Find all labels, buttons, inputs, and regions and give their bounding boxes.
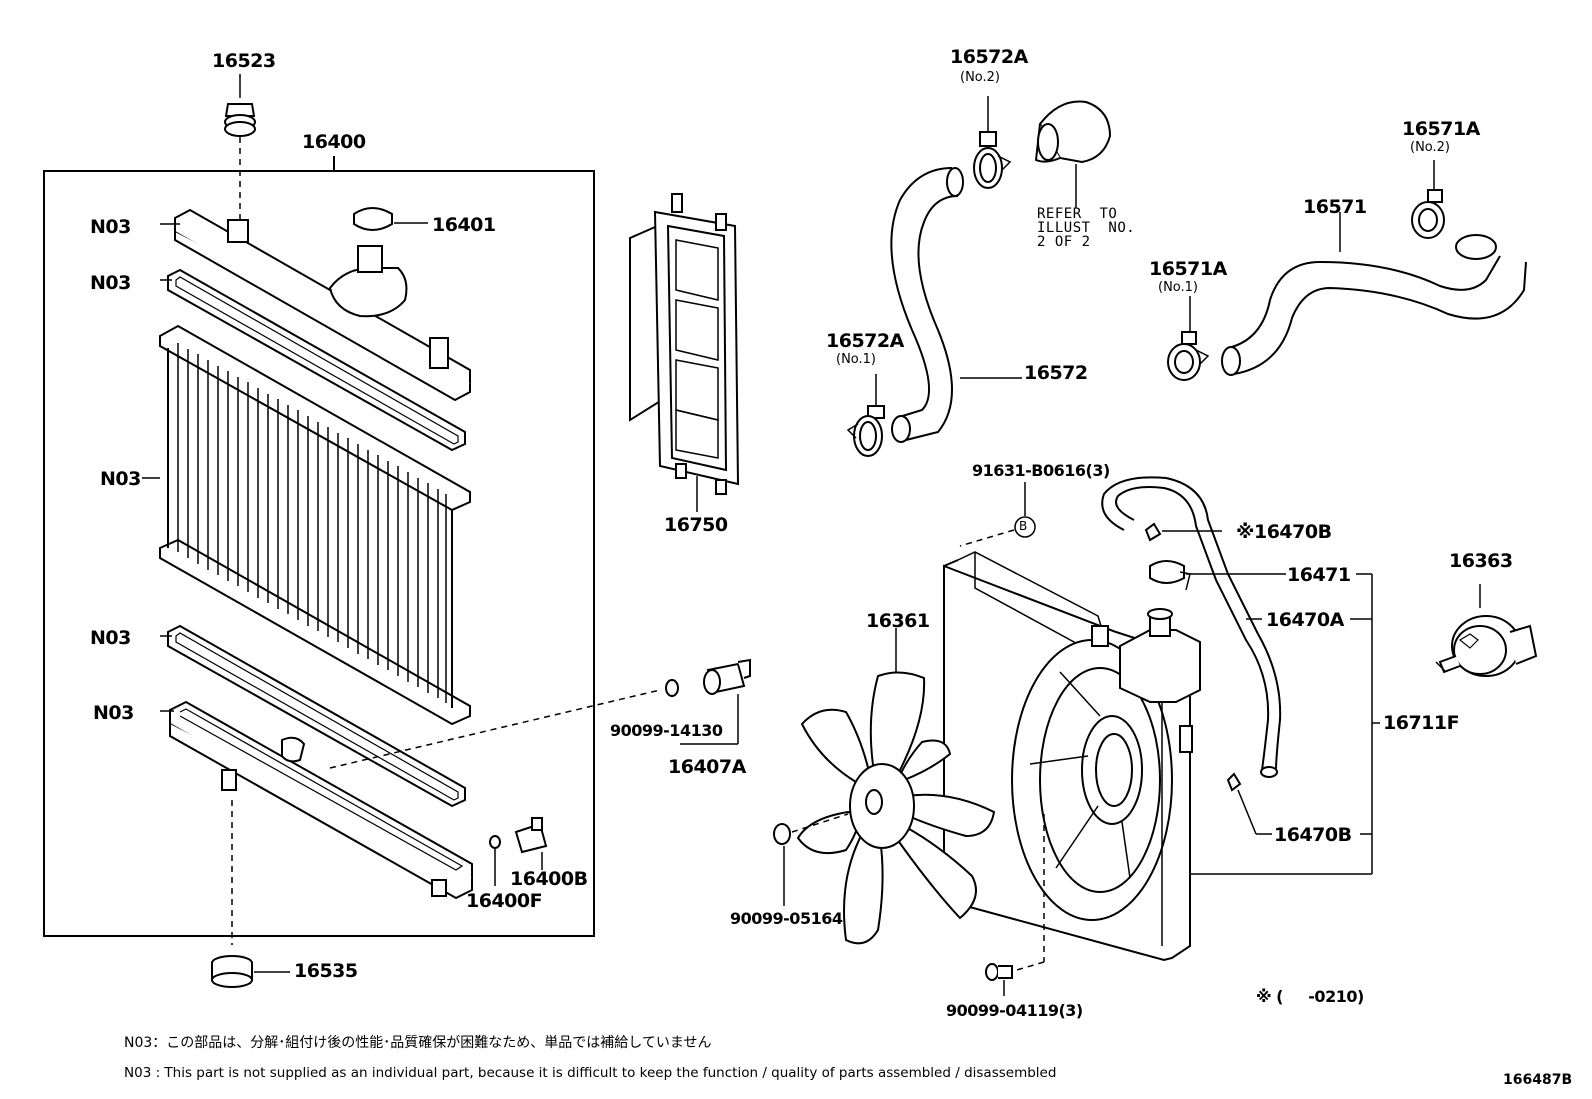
- part-label-16401: 16401: [432, 214, 496, 236]
- radiator-hose-16571-icon: [1221, 212, 1527, 376]
- part-label-16571A-no2: 16571A: [1402, 118, 1480, 140]
- part-label-n03-upper-tank: N03: [90, 216, 131, 238]
- air-duct-16750-icon: [629, 193, 740, 512]
- nut-90099-05164-icon: [773, 823, 791, 906]
- part-label-16363: 16363: [1449, 550, 1513, 572]
- part-sub-no2-16571A: (No.2): [1410, 140, 1450, 155]
- part-label-16750: 16750: [664, 514, 728, 536]
- part-label-16361: 16361: [866, 610, 930, 632]
- drain-cock-16400B-icon: [489, 817, 548, 886]
- reserve-tank-icon: [1119, 608, 1201, 703]
- part-label-16572: 16572: [1024, 362, 1088, 384]
- upper-tank-icon: [160, 208, 471, 402]
- part-label-16523: 16523: [212, 50, 276, 72]
- part-label-16400: 16400: [302, 131, 366, 153]
- bolt-marker-b-label: B: [1019, 519, 1028, 533]
- part-label-16471: 16471: [1287, 564, 1351, 586]
- part-label-n03-upper-gasket: N03: [90, 272, 131, 294]
- part-label-16470A: 16470A: [1266, 609, 1344, 631]
- part-label-n03-core: N03: [100, 468, 141, 490]
- footnote-japanese: N03：この部品は、分解･組付け後の性能･品質確保が困難なため、単品では補給して…: [124, 1035, 712, 1051]
- hose-clamp-16571A-no1-icon: [1167, 296, 1210, 381]
- lower-gasket-icon: [160, 624, 466, 808]
- water-outlet-icon: [1034, 100, 1112, 208]
- part-label-90099-04119: 90099-04119(3): [946, 1001, 1083, 1020]
- bracket-16711F: [1190, 573, 1380, 875]
- part-label-16470B-lower: 16470B: [1274, 824, 1352, 846]
- part-label-16572A-no1: 16572A: [826, 330, 904, 352]
- bolt-90099-04119-icon: [985, 814, 1045, 996]
- part-label-16400F: 16400F: [466, 890, 543, 912]
- part-label-91631-b0616: 91631-B0616(3): [972, 461, 1110, 480]
- diagram-code: 166487B: [1503, 1072, 1573, 1088]
- radiator-core-icon: [142, 324, 471, 726]
- drain-plug-16523-icon: [224, 74, 256, 220]
- cooling-fan-16361-icon: [791, 628, 996, 945]
- part-label-16407A: 16407A: [668, 756, 746, 778]
- part-label-90099-05164: 90099-05164: [730, 909, 843, 928]
- radiator-assembly-frame: [43, 156, 595, 937]
- part-label-n03-lower-tank: N03: [93, 702, 134, 724]
- part-label-16571A-no1: 16571A: [1149, 258, 1227, 280]
- hose-clamp-16470B-lower-icon: [1226, 772, 1272, 835]
- hose-clamp-16571A-no2-icon: [1411, 160, 1445, 239]
- radiator-hose-16572-icon: [890, 167, 1022, 443]
- upper-gasket-icon: [160, 268, 466, 452]
- part-label-16711F: 16711F: [1383, 712, 1460, 734]
- part-label-16571: 16571: [1303, 196, 1367, 218]
- fan-motor-16363-icon: [1435, 584, 1538, 677]
- part-label-16572A-no2: 16572A: [950, 46, 1028, 68]
- asterisk-applicability-note: ※ ( -0210): [1256, 987, 1364, 1006]
- reserve-tank-cap-16471-icon: [1149, 560, 1286, 591]
- part-label-16535: 16535: [294, 960, 358, 982]
- cushion-16535-icon: [211, 955, 290, 988]
- part-sub-no1-16571A: (No.1): [1158, 280, 1198, 295]
- hose-clamp-16572A-no2-icon: [973, 96, 1012, 189]
- hose-clamp-16572A-no1-icon: [846, 374, 885, 457]
- part-sub-no1-16572A: (No.1): [836, 352, 876, 367]
- part-sub-no2-16572A: (No.2): [960, 70, 1000, 85]
- part-label-16400B: 16400B: [510, 868, 588, 890]
- overflow-hose-icon: [1101, 476, 1282, 778]
- part-label-16470B-upper: ※16470B: [1236, 521, 1332, 543]
- lower-tank-icon: [160, 689, 661, 945]
- radiator-cap-16401-icon: [353, 207, 428, 231]
- thermo-switch-16407A-icon: [665, 658, 751, 745]
- part-label-90099-14130: 90099-14130: [610, 721, 723, 740]
- refer-to-illust-note: REFER TO ILLUST NO. 2 OF 2: [1037, 206, 1136, 250]
- part-label-n03-lower-gasket: N03: [90, 627, 131, 649]
- footnote-english: N03 : This part is not supplied as an in…: [124, 1065, 1057, 1081]
- bolt-91631-marker: [959, 482, 1036, 547]
